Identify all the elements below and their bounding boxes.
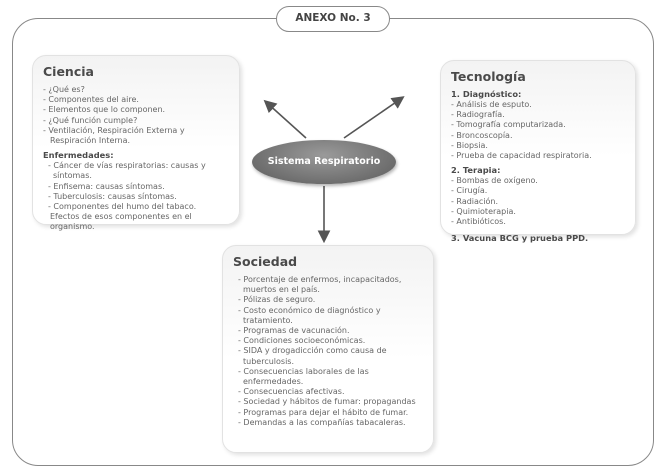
list-item: - ¿Qué función cumple? [43, 115, 138, 125]
list-item: - Componentes del humo del tabaco. [48, 202, 197, 212]
list-item: - Enfisema: causas síntomas. [48, 181, 165, 191]
enfermedades-note: Efectos de esos componentes en el organi… [50, 212, 192, 232]
list-item: - Biopsia. [451, 140, 488, 150]
list-item: - Prueba de capacidad respiratoria. [451, 151, 592, 161]
ciencia-box: Ciencia - ¿Qué es? - Componentes del air… [32, 55, 240, 231]
list-item: - Cirugía. [451, 186, 488, 196]
tecnologia-box: Tecnología 1. Diagnóstico: - Análisis de… [440, 60, 636, 243]
center-node-sistema-respiratorio: Sistema Respiratorio [252, 140, 396, 184]
list-item: - Costo económico de diagnóstico y trata… [238, 305, 381, 325]
annex-title: ANEXO No. 3 [276, 6, 390, 32]
list-item: - ¿Qué es? [43, 85, 85, 94]
diagnostico-title: 1. Diagnóstico: [451, 89, 522, 99]
sociedad-box: Sociedad - Porcentaje de enfermos, incap… [222, 245, 434, 453]
list-item: - Cáncer de vías respiratorias: causas y… [48, 161, 206, 181]
diagnostico-list: - Análisis de esputo. - Radiografía. - T… [451, 100, 625, 161]
list-item: - Condiciones socioeconómicas. [238, 336, 366, 346]
ciencia-list: - ¿Qué es? - Componentes del aire. - Ele… [43, 85, 229, 146]
list-item: - Análisis de esputo. [451, 100, 532, 109]
sociedad-title: Sociedad [233, 254, 298, 269]
list-item: - Pólizas de seguro. [238, 295, 316, 305]
enfermedades-list: - Cáncer de vías respiratorias: causas y… [43, 161, 229, 212]
arrow-to-tecnologia [343, 96, 405, 139]
vacuna-title: 3. Vacuna BCG y prueba PPD. [451, 233, 589, 244]
list-item: - Programas de vacunación. [238, 326, 350, 336]
list-item: - Elementos que lo componen. [43, 105, 166, 115]
list-item: - Demandas a las compañías tabacaleras. [238, 417, 406, 427]
list-item: - Quimioterapia. [451, 206, 516, 216]
list-item: - Bombas de oxígeno. [451, 176, 538, 186]
list-item: - Ventilación, Respiración Externa y [43, 125, 185, 135]
list-item: - Tuberculosis: causas síntomas. [48, 191, 177, 201]
list-item: - Radiografía. [451, 110, 505, 120]
ciencia-title: Ciencia [43, 64, 94, 79]
list-item: - Porcentaje de enfermos, incapacitados,… [238, 275, 402, 295]
arrow-to-ciencia [263, 99, 307, 139]
list-item: - Tomografía computarizada. [451, 120, 566, 130]
list-item: - Consecuencias afectivas. [238, 387, 345, 397]
list-item: - SIDA y drogadicción como causa de tube… [238, 346, 387, 366]
list-item: - Programas para dejar el hábito de fuma… [238, 407, 409, 417]
list-item: - Broncoscopía. [451, 130, 513, 140]
list-item: - Consecuencias laborales de las enferme… [238, 366, 369, 387]
enfermedades-title: Enfermedades: [43, 150, 114, 161]
list-item: - Antibióticos. [451, 217, 506, 227]
terapia-list: - Bombas de oxígeno. - Cirugía. - Radiac… [451, 176, 625, 227]
list-item: - Componentes del aire. [43, 95, 139, 105]
sociedad-list: - Porcentaje de enfermos, incapacitados,… [233, 275, 423, 428]
list-item: Respiración Interna. [50, 136, 131, 146]
terapia-title: 2. Terapia: [451, 165, 501, 176]
list-item: - Sociedad y hábitos de fumar: propagand… [238, 397, 416, 407]
list-item: - Radiación. [451, 196, 499, 206]
tecnologia-title: Tecnología [451, 69, 526, 84]
